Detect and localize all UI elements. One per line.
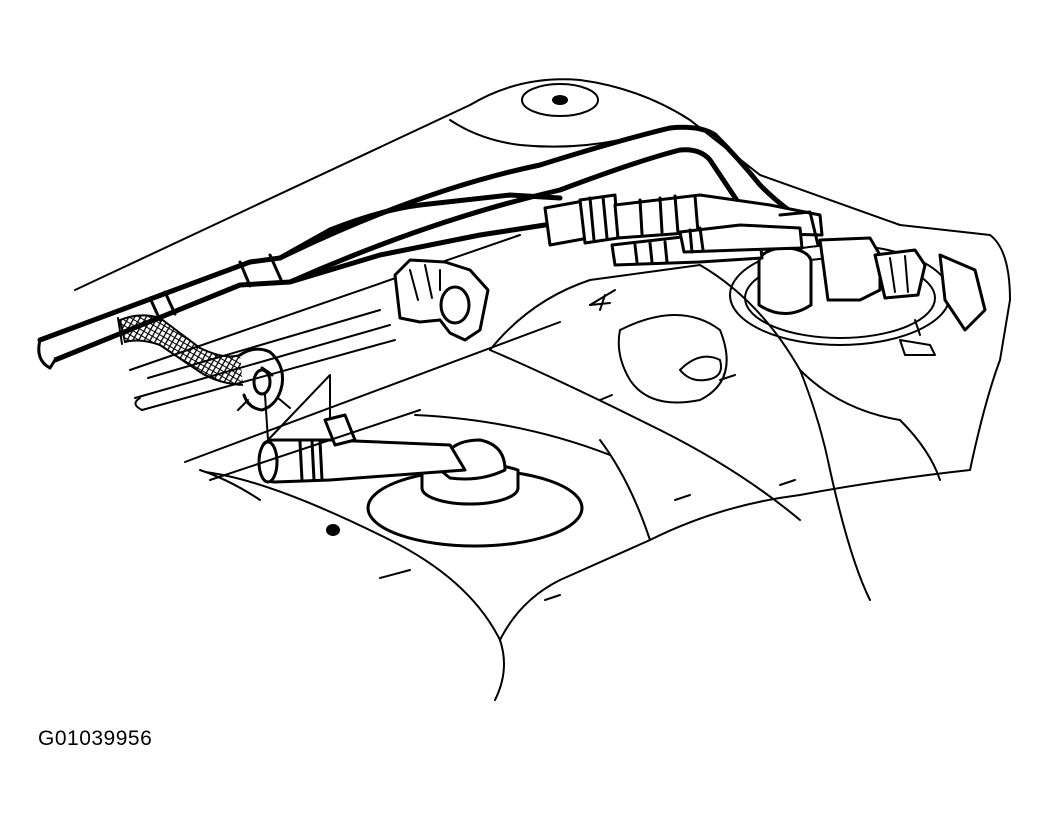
tank-edge-lines xyxy=(199,409,611,501)
fuel-line-connectors xyxy=(543,193,824,267)
tank-top-fitting xyxy=(521,83,599,117)
fuel-tank-body xyxy=(74,78,1011,701)
tank-vent-hole xyxy=(326,524,340,536)
fuel-lines xyxy=(37,124,808,370)
fuel-pump-module xyxy=(729,236,987,356)
vapor-hose xyxy=(117,314,256,386)
filler-vent-pipe xyxy=(257,413,584,548)
pointer-arrow xyxy=(264,374,331,441)
brake-lines xyxy=(134,309,396,411)
line-bracket xyxy=(393,258,490,342)
hose-clamp xyxy=(237,347,291,412)
figure-code: G01039956 xyxy=(38,727,153,750)
